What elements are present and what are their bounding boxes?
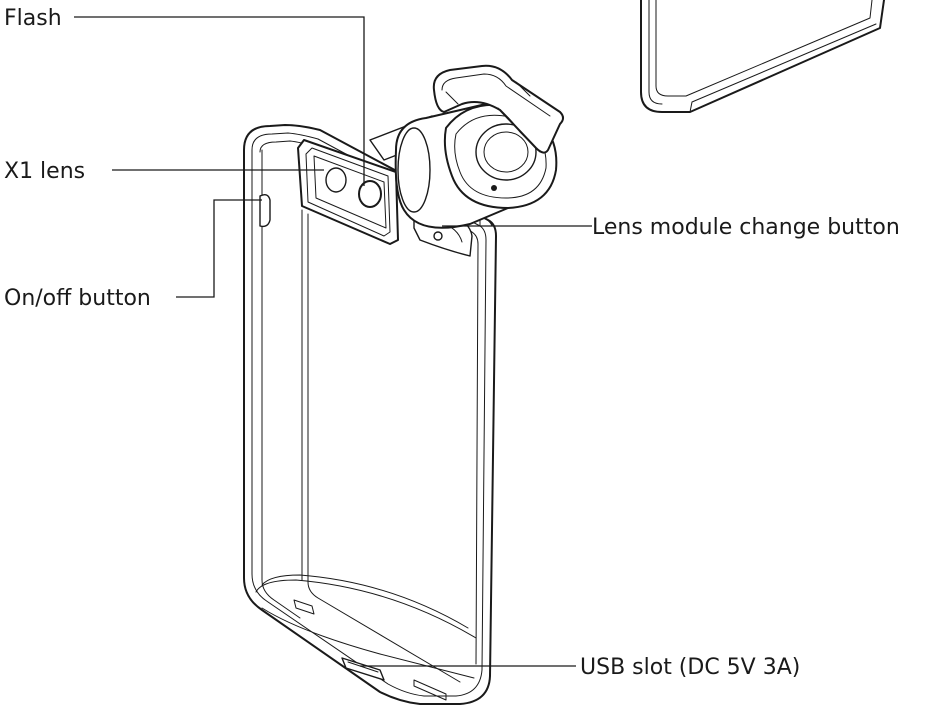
label-x1-lens: X1 lens	[4, 159, 85, 184]
lens-block	[297, 139, 399, 245]
label-usb-slot: USB slot (DC 5V 3A)	[580, 655, 800, 680]
leader-lines	[74, 16, 592, 667]
flash-circle	[358, 180, 382, 208]
label-flash: Flash	[4, 6, 62, 31]
label-on-off-button: On/off button	[4, 286, 151, 311]
flash-leader	[74, 16, 365, 186]
label-lens-module-change-button: Lens module change button	[592, 215, 900, 240]
device-body	[243, 124, 497, 705]
on-off-button-leader	[176, 199, 262, 298]
callout-labels: Flash X1 lens On/off button Lens module …	[4, 6, 900, 680]
x1-lens-circle	[325, 167, 347, 193]
on-off-button-shape	[259, 193, 271, 228]
secondary-device-corner	[640, 0, 885, 113]
lens-module	[369, 64, 564, 257]
